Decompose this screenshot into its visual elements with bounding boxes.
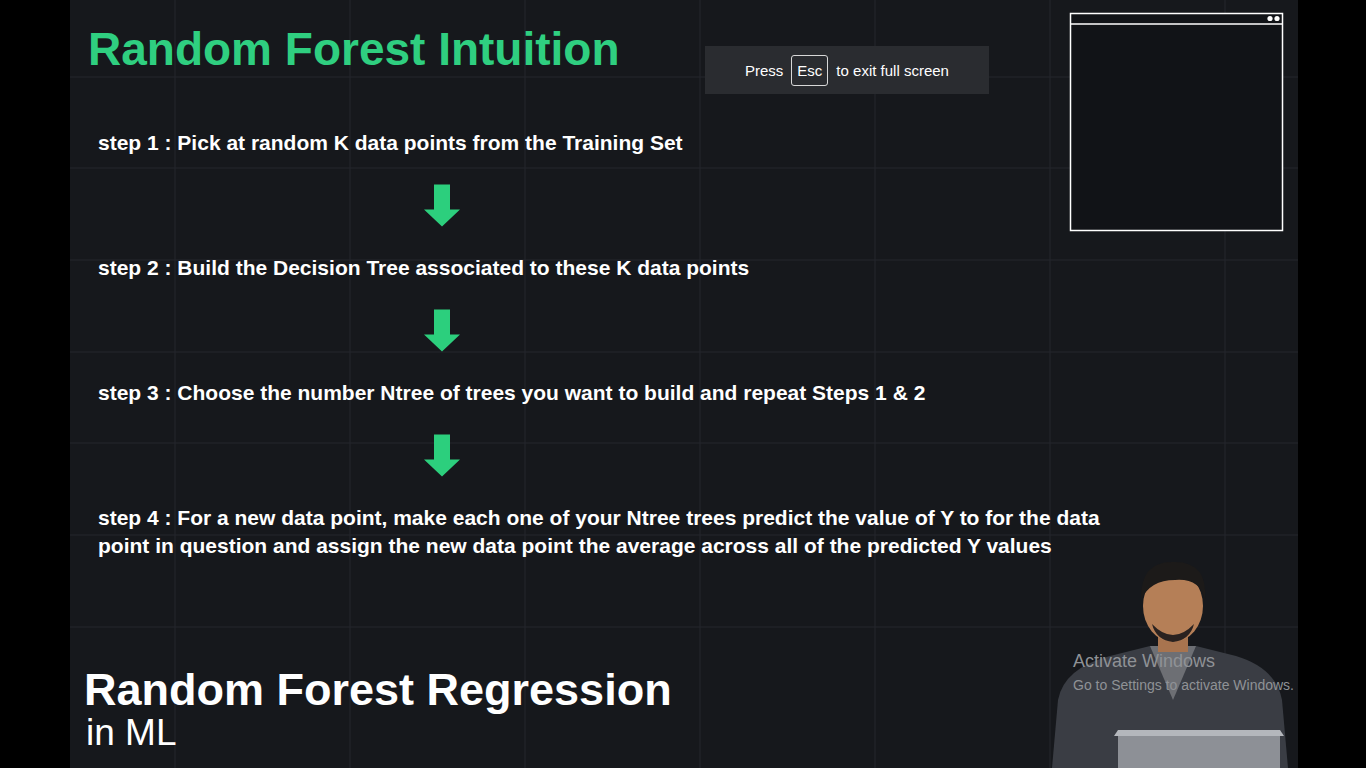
- step-box: step 1 : Pick at random K data points fr…: [98, 125, 1138, 161]
- fullscreen-toast: Press Esc to exit full screen: [705, 46, 989, 94]
- presenter-figure: [1052, 562, 1288, 768]
- step-text: step 3 : Choose the number Ntree of tree…: [98, 379, 1138, 407]
- window-frame: [1070, 14, 1283, 231]
- step-box: step 4 : For a new data point, make each…: [98, 500, 1108, 564]
- grid-lines: [70, 0, 1298, 768]
- step-text: step 2 : Build the Decision Tree associa…: [98, 254, 1138, 282]
- watermark-text: Go to Settings to activate Windows.: [1073, 677, 1294, 693]
- slide-title: Random Forest Intuition: [88, 22, 620, 76]
- key-cap: Esc: [791, 55, 828, 86]
- toast-text: to exit full screen: [836, 62, 949, 79]
- flow-arrow: [424, 435, 460, 477]
- step-text: step 4 : For a new data point, make each…: [98, 504, 1108, 560]
- flow-arrow: [424, 185, 460, 227]
- step-box: step 3 : Choose the number Ntree of tree…: [98, 375, 1138, 411]
- slide-subtitle: Random Forest Regression: [84, 664, 672, 716]
- watermark-text: Activate Windows: [1073, 651, 1215, 672]
- step-text: step 1 : Pick at random K data points fr…: [98, 129, 1138, 157]
- toast-text: Press: [745, 62, 783, 79]
- step-box: step 2 : Build the Decision Tree associa…: [98, 250, 1138, 286]
- slide-subtitle: in ML: [86, 712, 176, 754]
- flow-arrow: [424, 310, 460, 352]
